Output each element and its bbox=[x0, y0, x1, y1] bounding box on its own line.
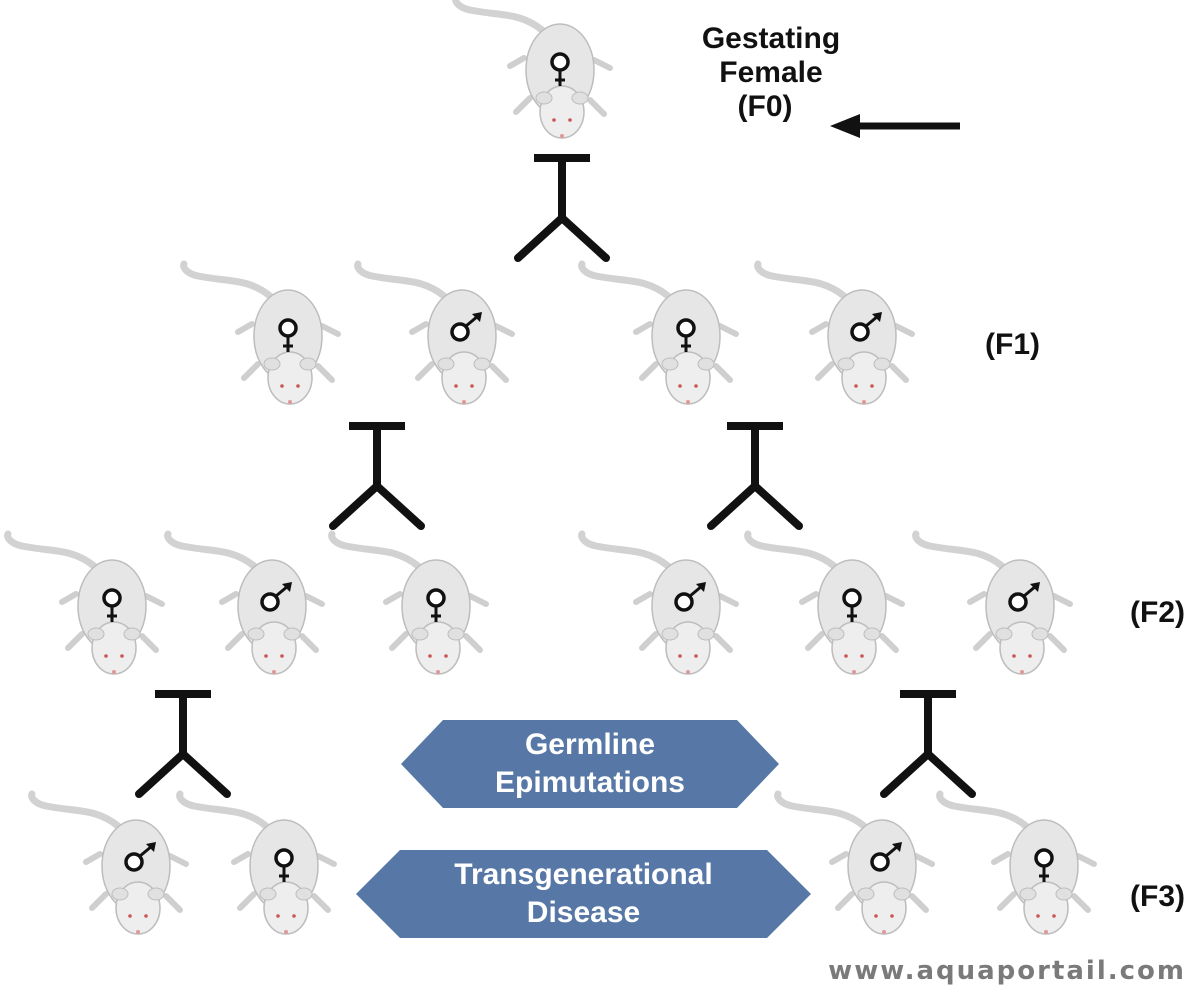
mouse-f1-4 bbox=[754, 260, 915, 405]
f2-label: (F2) bbox=[1130, 596, 1185, 629]
mating-symbol-f2-left bbox=[135, 690, 231, 798]
mouse-f1-3 bbox=[578, 260, 739, 405]
mouse-f0-1 bbox=[452, 0, 613, 139]
mating-symbol-f1-left bbox=[329, 422, 425, 530]
transgenerational-disease-banner: Transgenerational Disease bbox=[356, 850, 811, 938]
female-symbol-icon bbox=[278, 318, 298, 352]
mating-symbol-f2-right bbox=[880, 690, 976, 798]
male-symbol-icon bbox=[870, 842, 902, 872]
f0-label-line2: Female bbox=[719, 56, 823, 89]
mating-symbol-f0 bbox=[514, 154, 610, 262]
female-symbol-icon bbox=[274, 848, 294, 882]
mouse-f3-2 bbox=[176, 790, 337, 935]
female-symbol-icon bbox=[550, 52, 570, 86]
banner-shape bbox=[356, 850, 811, 938]
f0-label-line1: Gestating bbox=[701, 22, 841, 55]
banner-top-line2: Epimutations bbox=[494, 766, 685, 799]
female-symbol-icon bbox=[102, 588, 122, 622]
mouse-f2-1 bbox=[4, 530, 165, 675]
f3-label: (F3) bbox=[1130, 880, 1185, 913]
watermark: www.aquaportail.com bbox=[828, 956, 1186, 986]
mouse-f2-6 bbox=[912, 530, 1073, 675]
f0-label: Gestating Female (F0) bbox=[686, 22, 856, 124]
mouse-f2-2 bbox=[164, 530, 325, 675]
banner-top-line1: Germline bbox=[524, 728, 656, 761]
male-symbol-icon bbox=[850, 312, 882, 342]
female-symbol-icon bbox=[1034, 848, 1054, 882]
banner-bottom-line1: Transgenerational bbox=[454, 858, 713, 891]
male-symbol-icon bbox=[124, 842, 156, 872]
male-symbol-icon bbox=[674, 582, 706, 612]
male-symbol-icon bbox=[1008, 582, 1040, 612]
f0-label-line3: (F0) bbox=[737, 90, 793, 123]
mouse-f3-3 bbox=[774, 790, 935, 935]
female-symbol-icon bbox=[842, 588, 862, 622]
male-symbol-icon bbox=[450, 312, 482, 342]
germline-epimutations-banner: Germline Epimutations bbox=[401, 720, 779, 808]
female-symbol-icon bbox=[676, 318, 696, 352]
mouse-f2-4 bbox=[578, 530, 739, 675]
mouse-f1-2 bbox=[354, 260, 515, 405]
banner-shape bbox=[401, 720, 779, 808]
mouse-f1-1 bbox=[180, 260, 341, 405]
f1-label: (F1) bbox=[985, 328, 1040, 361]
mating-symbol-f1-right bbox=[707, 422, 803, 530]
mouse-f2-5 bbox=[744, 530, 905, 675]
mouse-f3-1 bbox=[28, 790, 189, 935]
f0-arrow-icon bbox=[830, 114, 960, 138]
mouse-f3-4 bbox=[936, 790, 1097, 935]
female-symbol-icon bbox=[426, 588, 446, 622]
male-symbol-icon bbox=[260, 582, 292, 612]
mouse-f2-3 bbox=[328, 530, 489, 675]
banner-bottom-line2: Disease bbox=[526, 896, 641, 929]
